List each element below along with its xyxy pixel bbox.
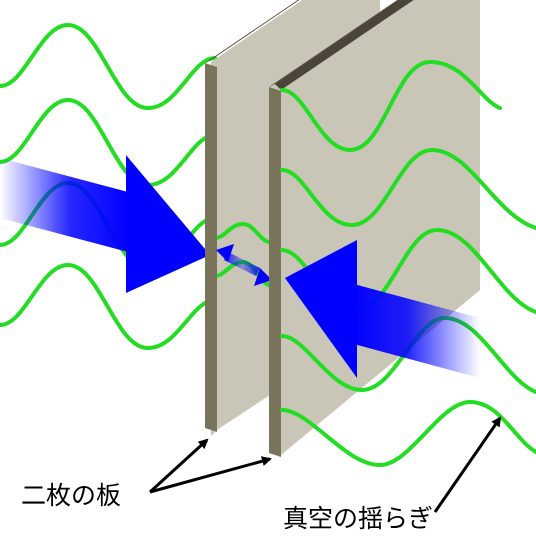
- back-plate-top: [269, 0, 398, 87]
- label-pointers: [148, 416, 502, 513]
- right-wave-1: [280, 59, 502, 153]
- front-plate-top: [205, 0, 300, 63]
- left-pressure-arrow-shaft: [0, 158, 128, 252]
- gap-wave-1: [217, 221, 271, 245]
- front-plate-edge: [205, 63, 217, 432]
- right-wave-2: [280, 147, 536, 230]
- plates-pointer-front: [148, 438, 209, 494]
- vacuum-pointer: [433, 416, 502, 513]
- right-pressure-arrow-shaft: [350, 283, 480, 378]
- plates-label: 二枚の板: [21, 481, 122, 510]
- left-pressure-arrow-head: [126, 155, 210, 293]
- right-wave-5: [280, 399, 536, 468]
- back-plate-edge: [269, 87, 281, 457]
- gap-double-arrow-head-left: [216, 244, 234, 262]
- back-plate-top-bevel: [275, 0, 414, 90]
- plates-pointer-back: [149, 456, 272, 494]
- left-wave-4: [0, 262, 217, 351]
- left-wave-1: [0, 22, 217, 111]
- right-pressure-arrow: [285, 240, 480, 378]
- left-pressure-arrow: [0, 155, 210, 293]
- right-pressure-arrow-head: [285, 240, 357, 378]
- left-wave-2: [0, 97, 217, 188]
- gap-double-arrow-shaft: [224, 252, 260, 276]
- vacuum-fluctuation-label: 真空の揺らぎ: [283, 504, 434, 533]
- gap-double-arrow-head-right: [254, 268, 272, 286]
- gap-double-arrow: [216, 244, 272, 286]
